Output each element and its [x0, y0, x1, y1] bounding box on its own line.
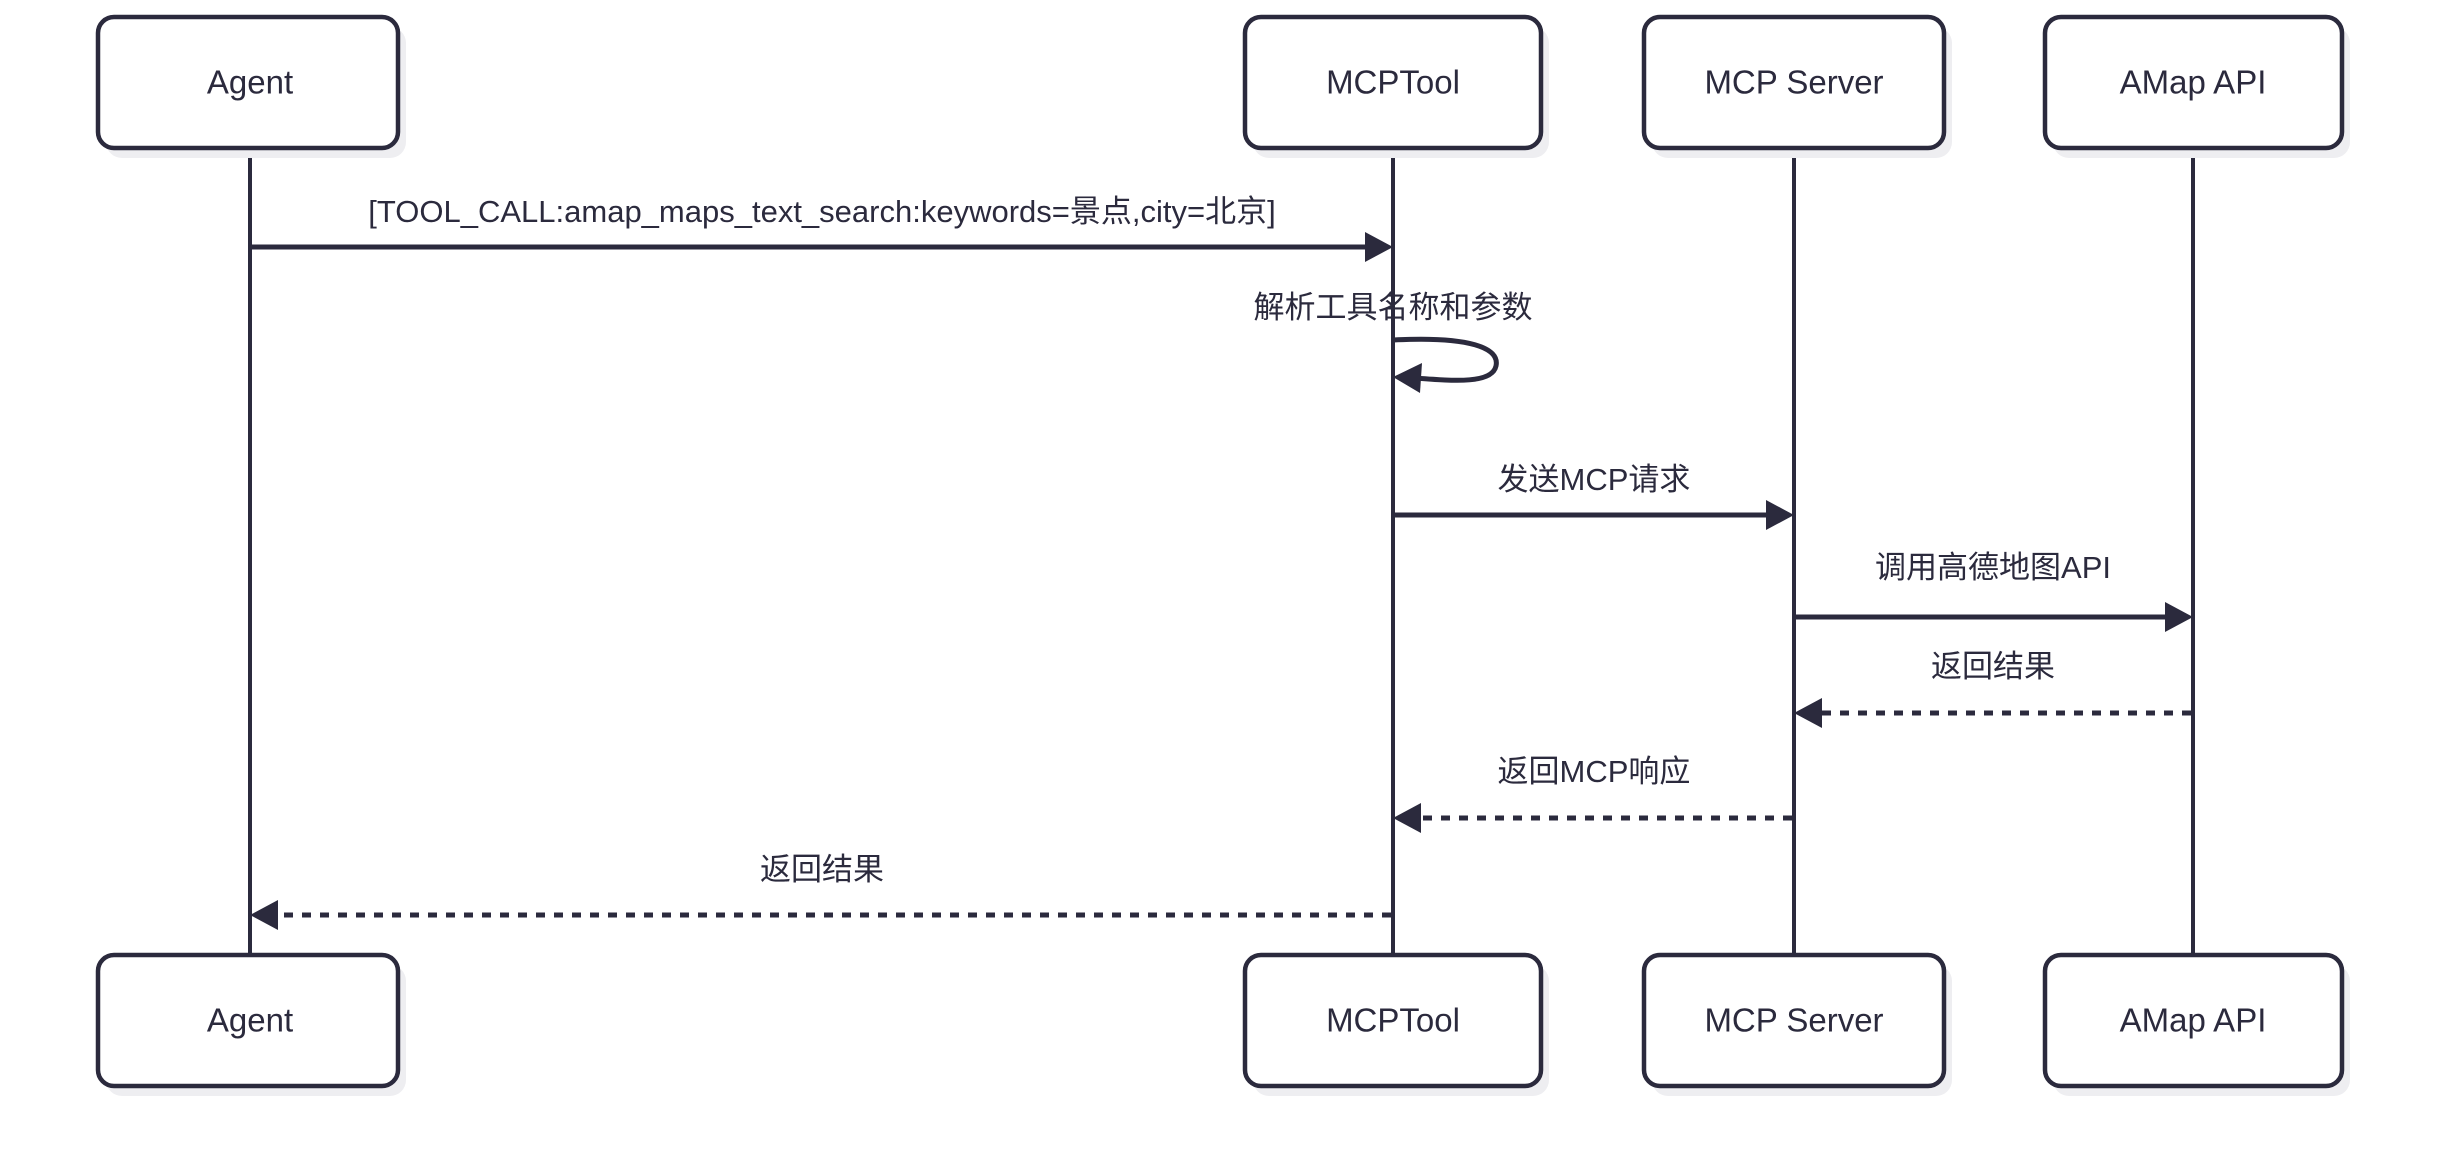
- message-7-arrowhead-left: [250, 900, 278, 930]
- actor-mcpserver-top-box[interactable]: [1641, 14, 1947, 151]
- message-4-label: 调用高德地图API: [1875, 550, 2111, 585]
- message-3-send-mcp-request[interactable]: 发送MCP请求: [1395, 462, 1794, 530]
- actor-mcptool-top[interactable]: MCPTool: [1242, 14, 1549, 158]
- actor-mcptool-bottom-box[interactable]: [1242, 952, 1544, 1089]
- actor-amapapi-top-box[interactable]: [2042, 14, 2345, 151]
- message-1-tool-call[interactable]: [TOOL_CALL:amap_maps_text_search:keyword…: [252, 194, 1393, 262]
- message-7-return-result[interactable]: 返回结果: [250, 852, 1391, 930]
- actor-mcptool-top-label: MCPTool: [1326, 64, 1460, 101]
- actor-agent-bottom[interactable]: Agent: [95, 952, 406, 1096]
- message-2-loop-path: [1392, 336, 1499, 383]
- actor-amapapi-bottom-label: AMap API: [2120, 1002, 2267, 1039]
- message-5-return-result[interactable]: 返回结果: [1794, 649, 2191, 728]
- message-7-label: 返回结果: [760, 852, 884, 887]
- message-1-label: [TOOL_CALL:amap_maps_text_search:keyword…: [368, 194, 1275, 229]
- actor-mcpserver-bottom-box[interactable]: [1641, 952, 1947, 1089]
- actor-amapapi-top[interactable]: AMap API: [2042, 14, 2350, 158]
- message-3-arrowhead-right: [1766, 500, 1794, 530]
- message-5-arrowhead-left: [1794, 698, 1822, 728]
- message-2-label: 解析工具名称和参数: [1254, 290, 1533, 325]
- actor-agent-bottom-label: Agent: [207, 1002, 293, 1039]
- message-5-label: 返回结果: [1931, 649, 2055, 684]
- message-2-self-loop[interactable]: 解析工具名称和参数: [1254, 290, 1533, 393]
- message-3-label: 发送MCP请求: [1498, 462, 1691, 497]
- message-6-arrowhead-left: [1393, 803, 1421, 833]
- actor-agent-bottom-box[interactable]: [95, 952, 401, 1089]
- message-2-arrowhead-left: [1393, 363, 1422, 393]
- actor-boxes-top: Agent MCPTool MCP Server AMap API: [95, 14, 2350, 158]
- actor-mcptool-bottom[interactable]: MCPTool: [1242, 952, 1549, 1096]
- actor-agent-top-box[interactable]: [95, 14, 401, 151]
- message-4-call-amap-api[interactable]: 调用高德地图API: [1796, 550, 2193, 632]
- message-4-arrowhead-right: [2165, 602, 2193, 632]
- actor-amapapi-bottom-box[interactable]: [2042, 952, 2345, 1089]
- actor-boxes-bottom: Agent MCPTool MCP Server AMap API: [95, 952, 2350, 1096]
- message-1-arrowhead-right: [1365, 232, 1393, 262]
- actor-mcpserver-bottom-label: MCP Server: [1704, 1002, 1883, 1039]
- actor-mcptool-bottom-label: MCPTool: [1326, 1002, 1460, 1039]
- actor-amapapi-bottom[interactable]: AMap API: [2042, 952, 2350, 1096]
- actor-agent-top[interactable]: Agent: [95, 14, 406, 158]
- actor-agent-top-label: Agent: [207, 64, 293, 101]
- actor-mcpserver-top-label: MCP Server: [1704, 64, 1883, 101]
- actor-amapapi-top-label: AMap API: [2120, 64, 2267, 101]
- message-6-return-mcp-response[interactable]: 返回MCP响应: [1393, 754, 1792, 833]
- lifelines-group: [248, 148, 2195, 955]
- actor-mcpserver-bottom[interactable]: MCP Server: [1641, 952, 1952, 1096]
- actor-mcptool-top-box[interactable]: [1242, 14, 1544, 151]
- actor-mcpserver-top[interactable]: MCP Server: [1641, 14, 1952, 158]
- message-6-label: 返回MCP响应: [1498, 754, 1691, 789]
